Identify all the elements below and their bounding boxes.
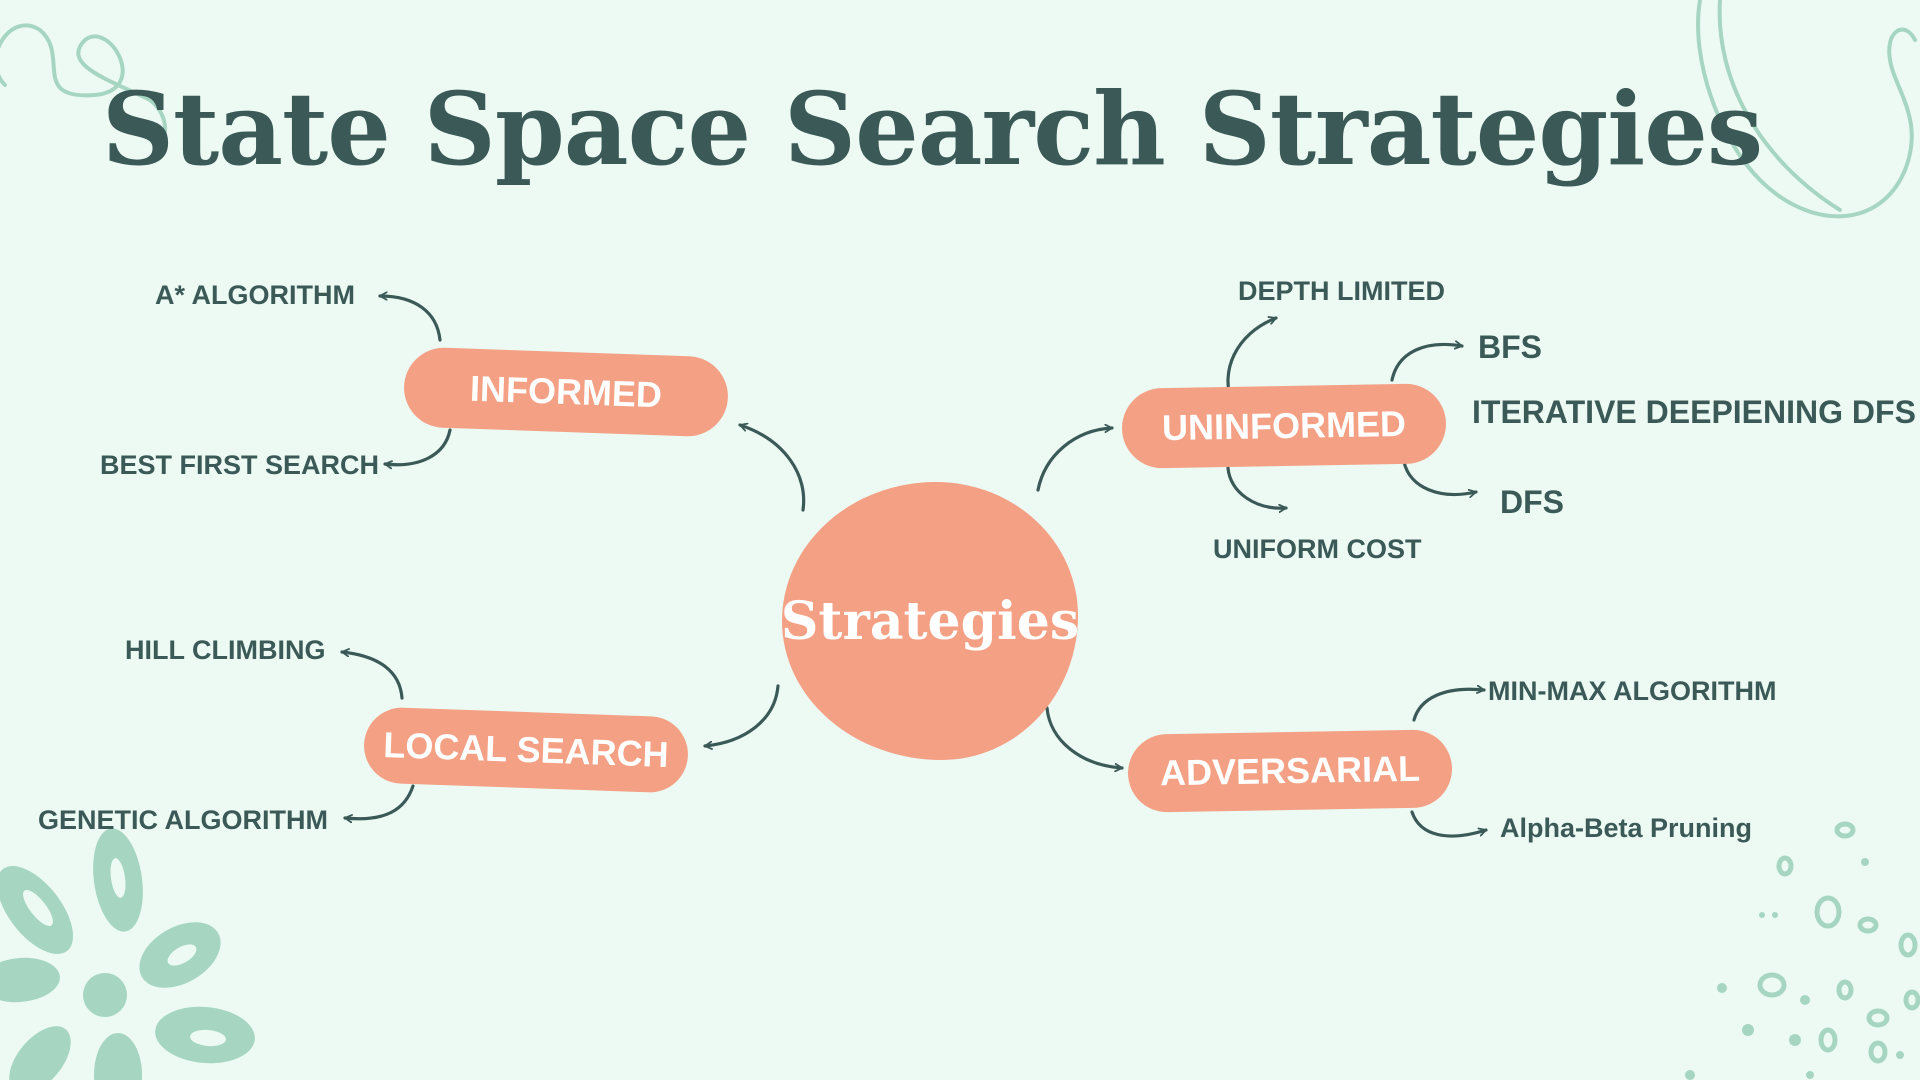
informed-node: INFORMED (402, 346, 730, 438)
leaf-best-first-search: BEST FIRST SEARCH (100, 450, 380, 480)
arrow-to-best-first (383, 428, 452, 465)
arrow-to-alpha-beta (1410, 810, 1488, 838)
local-search-node: LOCAL SEARCH (362, 706, 690, 794)
leaf-iterative-deepening-dfs: ITERATIVE DEEPIENING DFS (1472, 394, 1916, 430)
leaf-bfs: BFS (1478, 329, 1542, 365)
arrow-to-uniform-cost (1226, 466, 1288, 508)
uninformed-node: UNINFORMED (1121, 383, 1447, 469)
leaf-genetic-algorithm: GENETIC ALGORITHM (38, 805, 328, 835)
squiggle-top-right-decoration (1696, 0, 1917, 219)
leaf-alpha-beta-pruning: Alpha-Beta Pruning (1500, 813, 1753, 843)
dots-decoration (1757, 821, 1920, 1064)
page-title: State Space Search Strategies (101, 70, 1763, 188)
leaf-uniform-cost: UNIFORM COST (1213, 534, 1422, 564)
arrow-to-hill-climbing (340, 652, 404, 700)
leaf-dfs: DFS (1500, 484, 1564, 520)
center-node: Strategies (781, 482, 1079, 760)
flower-decoration (0, 828, 255, 1080)
leaf-a-star-algorithm: A* ALGORITHM (155, 280, 355, 310)
arrow-to-local-search (703, 684, 780, 746)
squiggle-top-left-decoration (0, 23, 167, 162)
arrow-to-informed (738, 425, 806, 512)
leaf-hill-climbing: HILL CLIMBING (125, 635, 326, 665)
arrow-to-dfs (1402, 460, 1478, 494)
arrow-to-adversarial (1045, 706, 1124, 768)
adversarial-node: ADVERSARIAL (1127, 729, 1453, 813)
arrow-to-a-star (378, 296, 442, 342)
arrow-to-genetic (343, 784, 415, 819)
arrow-to-uninformed (1036, 428, 1114, 492)
arrow-to-bfs (1390, 344, 1464, 382)
leaf-depth-limited: DEPTH LIMITED (1238, 276, 1445, 306)
arrow-to-min-max (1412, 689, 1486, 722)
leaf-min-max-algorithm: MIN-MAX ALGORITHM (1488, 676, 1777, 706)
